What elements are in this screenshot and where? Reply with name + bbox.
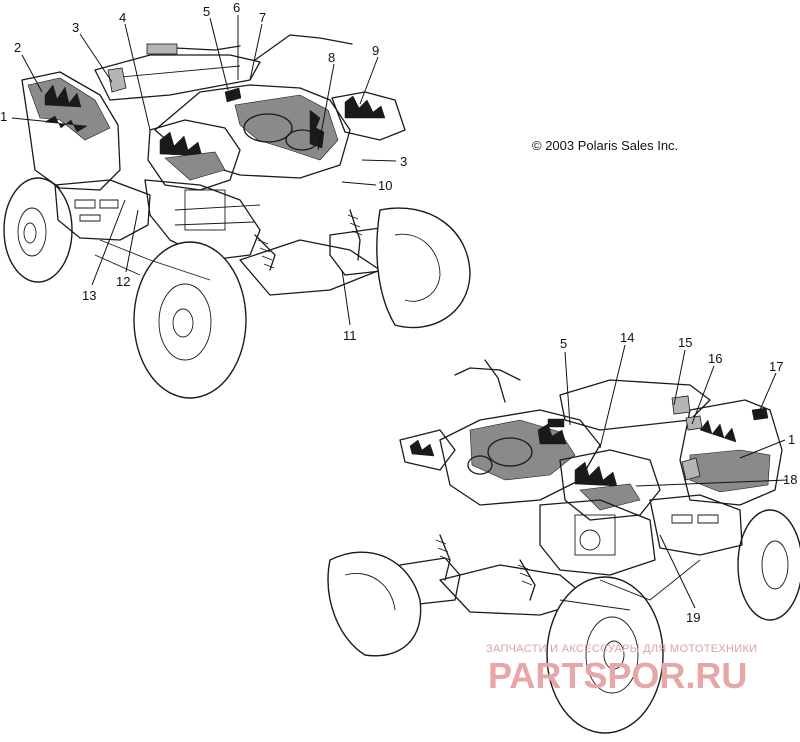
callout-top-4: 4 [119,10,126,25]
callout-top-1: 1 [0,109,7,124]
callout-bottom-1: 1 [788,432,795,447]
callout-bottom-14: 14 [620,330,634,345]
front-fender-left [147,119,241,191]
callout-top-6: 6 [233,0,240,15]
seat-bottom [559,379,711,431]
rear-tire-right [737,509,800,621]
front-body-bottom [439,409,601,506]
handlebar-bottom [454,367,521,381]
callout-top-8: 8 [328,50,335,65]
callout-bottom-19: 19 [686,610,700,625]
callout-top-2: 2 [14,40,21,55]
engine-area-bottom [539,499,656,576]
callout-top-11: 11 [343,328,357,343]
watermark-brand: PARTSPOR.RU [488,655,748,696]
front-tire-left [133,241,247,399]
seat [94,54,261,101]
callout-labels: 1 2 3 4 5 6 7 8 9 3 10 11 12 13 5 14 15 … [0,0,797,625]
front-tire-left-bottom [327,551,422,657]
callout-top-7: 7 [259,10,266,25]
callout-bottom-18: 18 [783,472,797,487]
callout-bottom-5: 5 [560,336,567,351]
rear-tire [3,177,73,283]
callout-bottom-15: 15 [678,335,692,350]
callout-top-9: 9 [372,43,379,58]
callout-leaders [11,15,788,609]
front-tire-right-bottom [546,576,664,734]
callout-top-10: 10 [378,178,392,193]
copyright-notice: © 2003 Polaris Sales Inc. [532,138,679,153]
front-fender-left-bottom [399,429,456,471]
callout-top-3: 3 [72,20,79,35]
atv-top-view [3,34,471,399]
atv-bottom-view [327,359,800,734]
callout-top-5: 5 [203,4,210,19]
watermark-tagline: ЗАПЧАСТИ И АКСЕССУАРЫ ДЛЯ МОТОТЕХНИКИ [486,643,758,655]
callout-top-13: 13 [82,288,96,303]
callout-top-12: 12 [116,274,130,289]
rear-fender-right [679,399,783,506]
callout-bottom-17: 17 [769,359,783,374]
front-tire-right [376,207,471,329]
callout-top-3b: 3 [400,154,407,169]
callout-bottom-16: 16 [708,351,722,366]
